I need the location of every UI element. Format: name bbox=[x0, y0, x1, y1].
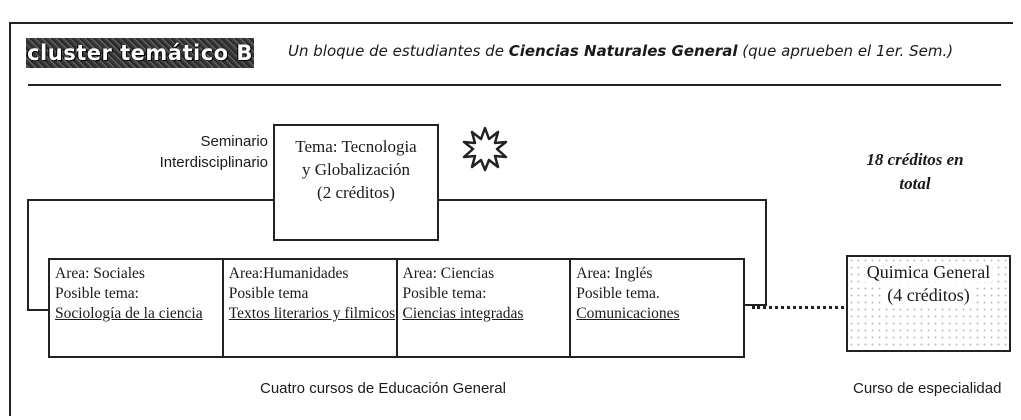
course-topic: Comunicaciones bbox=[576, 305, 680, 322]
subtitle-part1: Un bloque de estudiantes de bbox=[288, 42, 509, 60]
diagram-frame bbox=[9, 22, 1013, 416]
course-area: Area: Inglés bbox=[576, 265, 653, 282]
seminar-topic-line1: Tema: Tecnologia bbox=[295, 137, 417, 156]
course-posible: Posible tema. bbox=[576, 285, 660, 302]
specialty-caption: Curso de especialidad bbox=[853, 380, 1002, 397]
total-credits-line2: total bbox=[899, 174, 931, 193]
course-ingles: Area: Inglés Posible tema. Comunicacione… bbox=[571, 260, 743, 356]
seminar-topic-box: Tema: Tecnologia y Globalización (2 créd… bbox=[273, 124, 439, 241]
course-area: Area:Humanidades bbox=[228, 265, 349, 282]
total-credits: 18 créditos en total bbox=[830, 148, 1000, 196]
course-topic: Textos literarios y filmicos bbox=[228, 305, 396, 322]
seminar-label-line2: Interdisciplinario bbox=[159, 154, 268, 171]
subtitle-part2: (que aprueben el 1er. Sem.) bbox=[737, 42, 954, 60]
seminar-label: Seminario Interdisciplinario bbox=[118, 131, 268, 173]
course-topic: Sociología de la ciencia bbox=[55, 305, 203, 322]
specialty-course-box: Quimica General (4 créditos) bbox=[846, 255, 1011, 352]
seminar-label-line1: Seminario bbox=[200, 133, 268, 150]
header-rule bbox=[28, 84, 1001, 86]
specialty-line1: Quimica General bbox=[864, 262, 993, 282]
course-ciencias: Area: Ciencias Posible tema: Ciencias in… bbox=[398, 260, 572, 356]
course-posible: Posible tema: bbox=[402, 285, 487, 302]
course-topic: Ciencias integradas bbox=[402, 305, 524, 322]
course-area: Area: Ciencias bbox=[402, 265, 495, 282]
dotted-connector bbox=[752, 306, 844, 309]
cluster-tag: cluster temático B bbox=[26, 38, 254, 68]
course-area: Area: Sociales bbox=[55, 265, 145, 282]
course-humanidades: Area:Humanidades Posible tema Textos lit… bbox=[224, 260, 398, 356]
course-sociales: Area: Sociales Posible tema: Sociología … bbox=[50, 260, 224, 356]
course-posible: Posible tema bbox=[228, 285, 309, 302]
general-courses-row: Area: Sociales Posible tema: Sociología … bbox=[48, 258, 745, 358]
total-credits-line1: 18 créditos en bbox=[866, 150, 964, 169]
starburst-icon bbox=[462, 126, 508, 172]
subtitle-bold: Ciencias Naturales General bbox=[508, 42, 738, 60]
course-posible: Posible tema: bbox=[55, 285, 139, 302]
specialty-line2: (4 créditos) bbox=[885, 285, 972, 305]
seminar-topic-line3: (2 créditos) bbox=[317, 183, 395, 202]
subtitle: Un bloque de estudiantes de Ciencias Nat… bbox=[288, 42, 1003, 60]
general-courses-caption: Cuatro cursos de Educación General bbox=[260, 380, 506, 397]
seminar-topic-line2: y Globalización bbox=[301, 160, 411, 179]
